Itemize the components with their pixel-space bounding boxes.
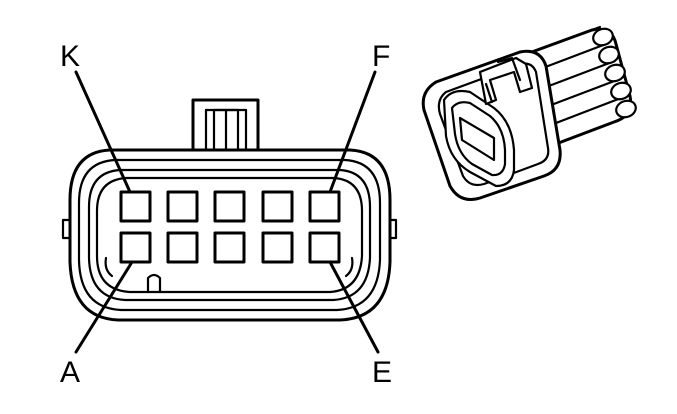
- leader-line-a: [74, 260, 134, 354]
- connector-face-view: K F A E: [60, 40, 398, 389]
- leader-line-k: [74, 70, 132, 194]
- cavity-row-bottom: [119, 231, 341, 264]
- cavity-h: [213, 190, 246, 223]
- locking-tab: [191, 98, 260, 152]
- cavity-j: [166, 190, 199, 223]
- leader-line-e: [328, 260, 380, 354]
- connector-isometric-view: [421, 25, 637, 201]
- cavity-b: [166, 231, 199, 264]
- pin-label-e: E: [372, 356, 392, 389]
- pin-label-k: K: [60, 40, 80, 73]
- pin-label-f: F: [372, 40, 390, 73]
- cavity-k: [119, 190, 152, 223]
- cavity-e: [308, 231, 341, 264]
- cavity-row-top: [119, 190, 341, 223]
- cavity-d: [261, 231, 294, 264]
- leader-line-f: [328, 70, 377, 194]
- cavity-c: [213, 231, 246, 264]
- cavity-f: [308, 190, 341, 223]
- cavity-a: [119, 231, 152, 264]
- pin-label-a: A: [60, 356, 80, 389]
- cavity-g: [261, 190, 294, 223]
